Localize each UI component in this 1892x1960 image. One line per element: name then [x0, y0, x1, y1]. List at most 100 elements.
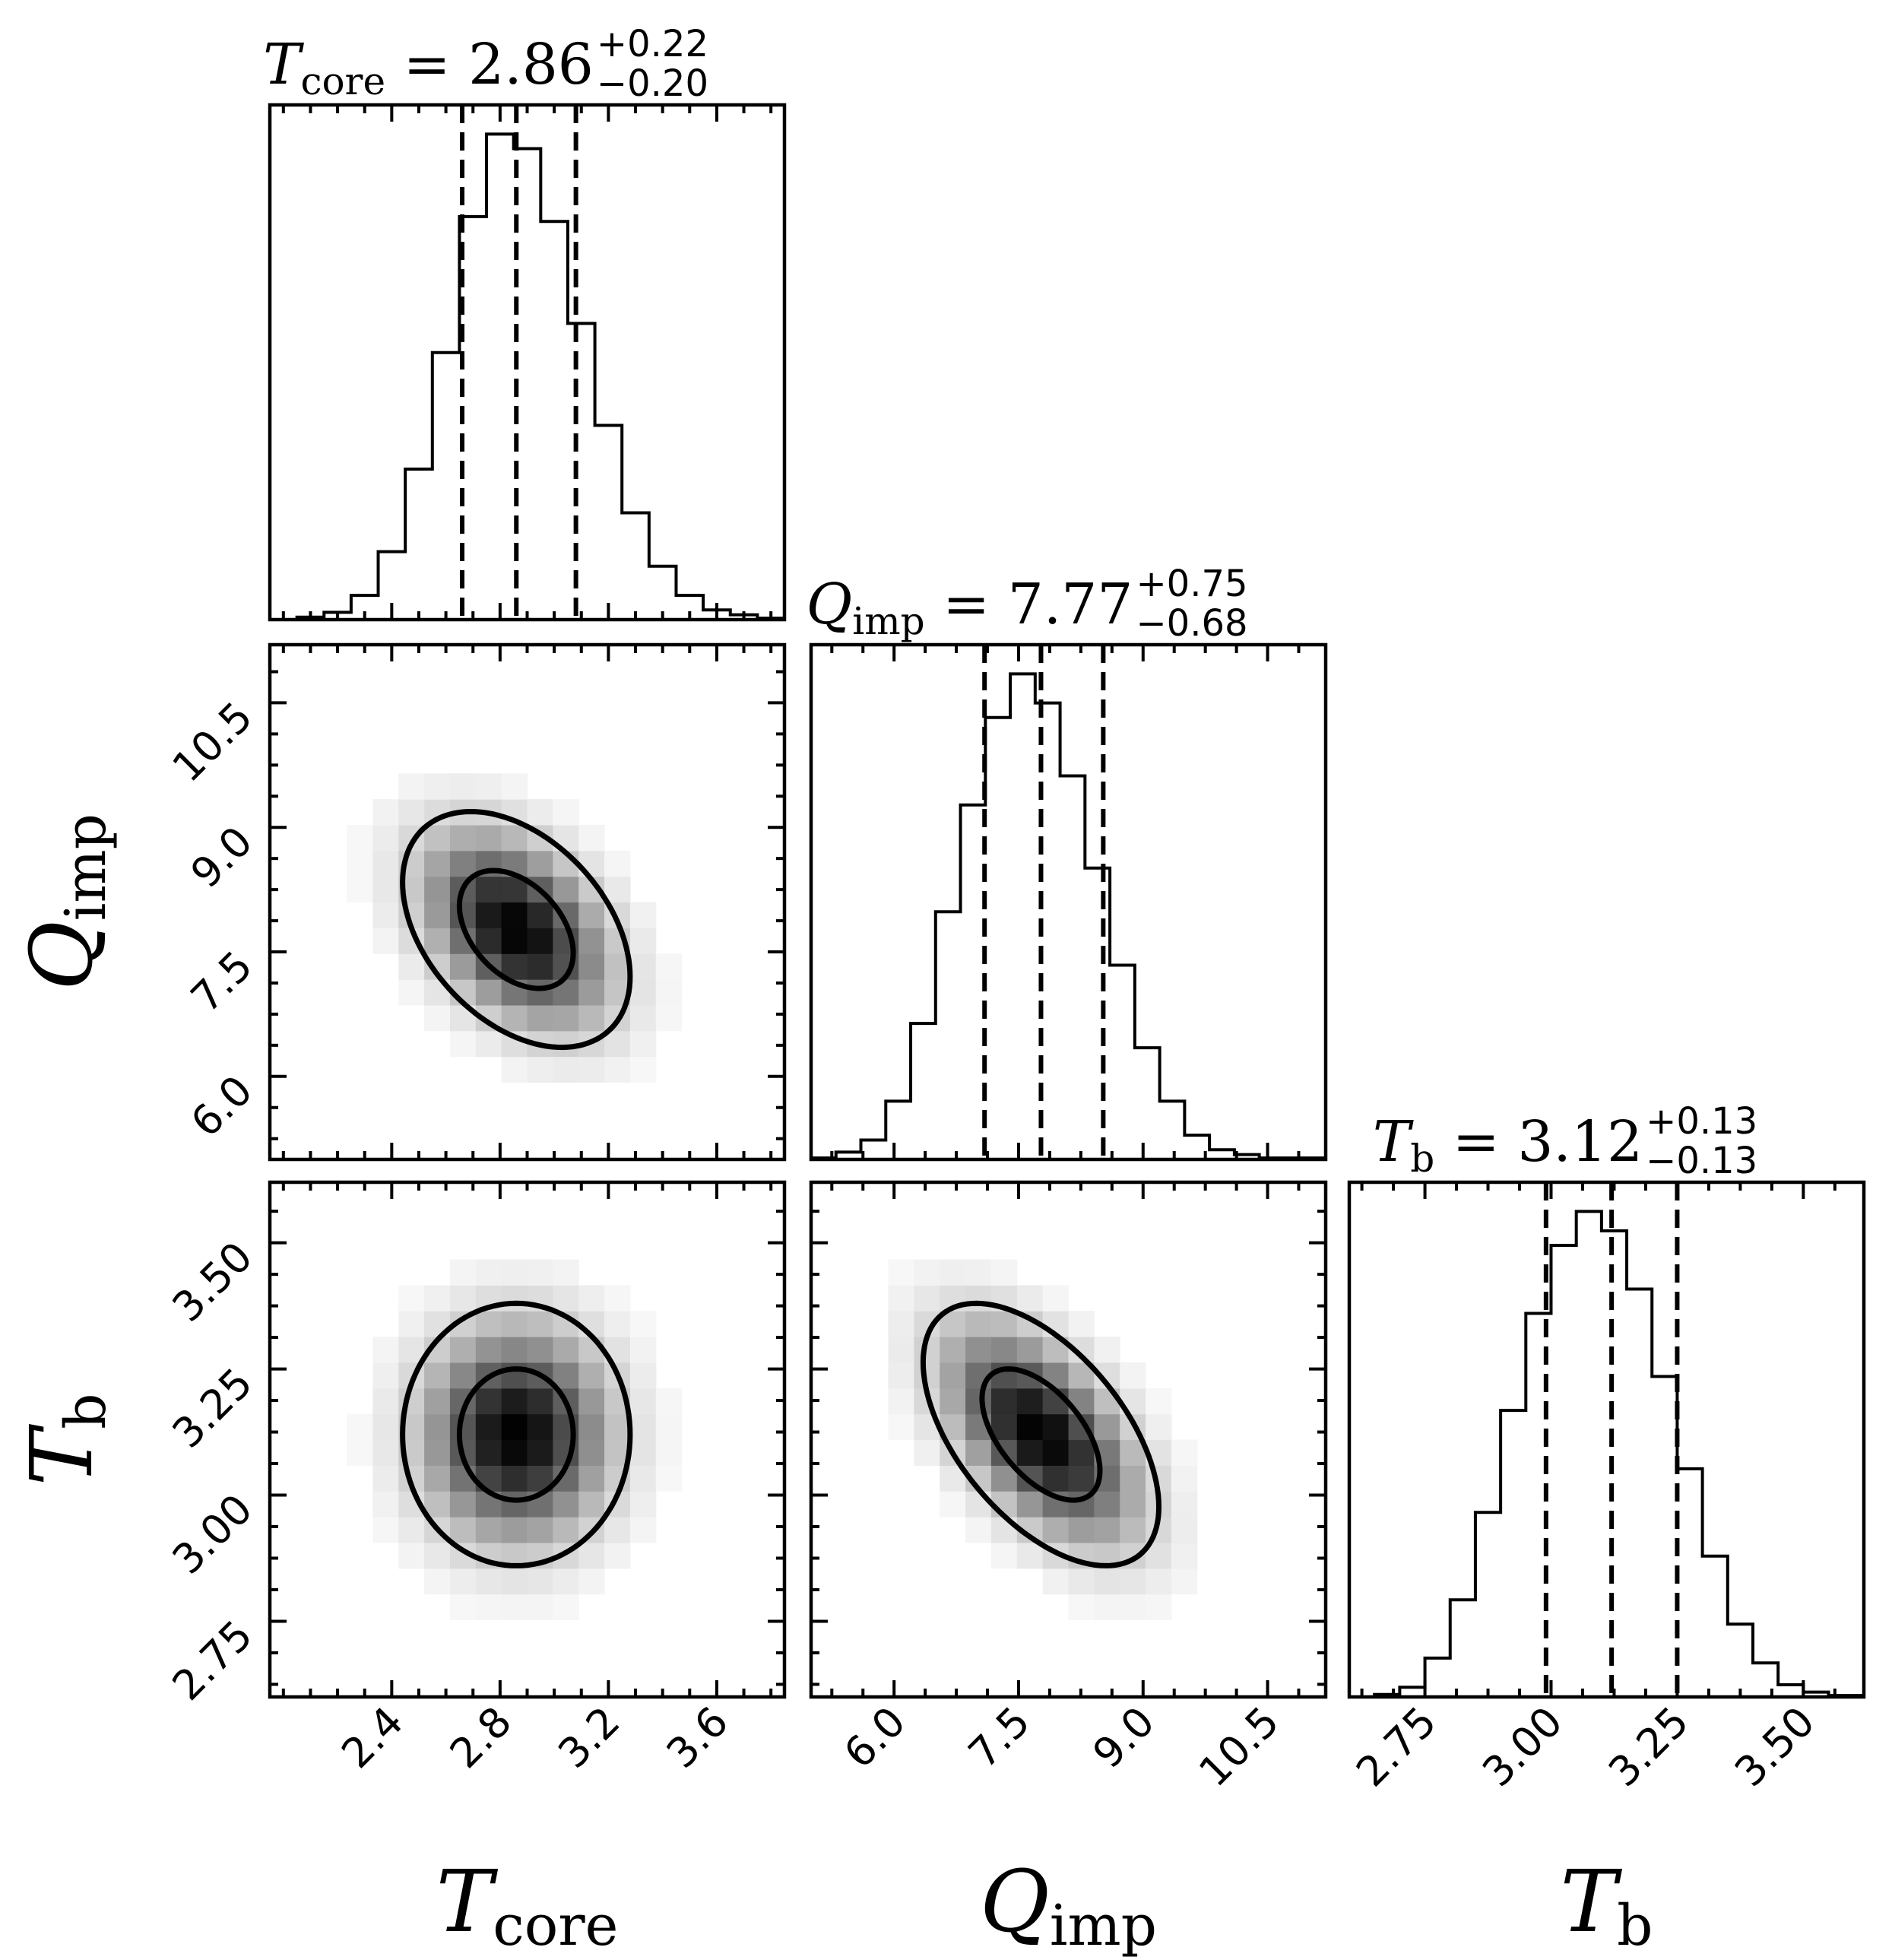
density-cell [888, 1413, 914, 1441]
density-cell [424, 1465, 451, 1492]
density-cell [1094, 1568, 1120, 1595]
density-cell [527, 1388, 553, 1415]
density-cell [629, 928, 657, 954]
density-cell [553, 1517, 579, 1543]
contour-1sigma [456, 867, 576, 991]
title-minus-error: −0.20 [597, 62, 708, 105]
contour-2sigma [400, 1300, 633, 1568]
density-cell [965, 1285, 992, 1311]
density-cell [965, 1388, 992, 1415]
density-cell [449, 850, 477, 877]
density-cell [990, 1465, 1018, 1492]
density-cell [629, 1311, 657, 1337]
density-cell [629, 1030, 657, 1058]
density-cell [372, 876, 399, 903]
density-cell [629, 1439, 657, 1466]
density-cell [527, 1259, 553, 1286]
density-cell [1068, 1465, 1095, 1492]
density-cell [1042, 1568, 1070, 1595]
density-cell [1171, 1439, 1198, 1466]
density-cell [604, 1285, 631, 1311]
density-cell [629, 1517, 657, 1543]
density-cell [940, 1388, 966, 1415]
density-cell [372, 1362, 399, 1389]
density-cell [578, 1568, 605, 1595]
density-cell [501, 1413, 528, 1441]
density-cell [424, 928, 451, 954]
density-cell [604, 1542, 631, 1569]
y-tick-label: 2.75 [163, 1611, 262, 1710]
density-cell [990, 1413, 1018, 1441]
title-equals: = [925, 572, 1008, 637]
density-cell [475, 1568, 502, 1595]
density-cell [501, 1004, 528, 1032]
density-cell [424, 1388, 451, 1415]
density-cell [527, 1439, 553, 1466]
density-cell [372, 850, 399, 877]
density-cell [527, 902, 553, 928]
density-cell [527, 1056, 553, 1083]
density-cell [888, 1337, 914, 1363]
density-cell [1094, 1517, 1120, 1543]
density-cell [449, 1362, 477, 1389]
density-cell [604, 1030, 631, 1058]
density-cell [424, 1285, 451, 1311]
density-cell [475, 1030, 502, 1058]
density-cell [888, 1285, 914, 1311]
panel-frame-2-2 [1347, 1180, 1866, 1699]
x-tick-label: 3.00 [1473, 1698, 1572, 1797]
panel-border [809, 642, 1328, 1162]
density-cell [1171, 1517, 1198, 1543]
axis-label-subscript: b [1617, 1893, 1653, 1958]
density-cell [888, 1259, 914, 1286]
density-cell [578, 928, 605, 954]
density-cell [424, 902, 451, 928]
density-cell [527, 1517, 553, 1543]
title-symbol: T [1373, 1109, 1414, 1175]
panel-frame-0-2 [268, 1180, 787, 1699]
density-cell [1042, 1517, 1070, 1543]
density-cell [629, 1362, 657, 1389]
y-tick-label: 6.0 [182, 1066, 261, 1146]
density-cell [347, 824, 373, 852]
density-cell [475, 902, 502, 928]
density-cell [475, 1439, 502, 1466]
density-cell [1068, 1517, 1095, 1543]
axis-label-subscript: imp [1050, 1893, 1157, 1958]
density-cell [398, 773, 425, 800]
density-cell [604, 876, 631, 903]
density-cell [1171, 1542, 1198, 1569]
panel-frame-1-2 [809, 1180, 1328, 1699]
density-cell [1042, 1439, 1070, 1466]
density-cell [1068, 1439, 1095, 1466]
density-cell [578, 1491, 605, 1518]
title-median: 2.86 [468, 32, 594, 97]
density-cell [990, 1337, 1018, 1363]
x-tick-label: 10.5 [1190, 1698, 1288, 1797]
density-cell [527, 850, 553, 877]
density-cell [527, 953, 553, 980]
density-cell [372, 928, 399, 954]
density-cell [553, 1362, 579, 1389]
density-cell [1171, 1465, 1198, 1492]
density-cell [398, 1542, 425, 1569]
panel-border [809, 1180, 1328, 1699]
axis-label-symbol: T [1560, 1853, 1622, 1952]
histogram-panel-imp [810, 645, 1327, 1160]
x-tick-label: 7.5 [959, 1698, 1039, 1778]
density-cell [940, 1259, 966, 1286]
density-cell [655, 1388, 683, 1415]
axis-label-subscript: b [53, 1393, 119, 1429]
density-cell [449, 1594, 477, 1621]
title-main: Tb = 3.12 [1373, 1109, 1643, 1181]
density-cell [655, 1413, 683, 1441]
density-cell [578, 824, 605, 852]
density-cell [1016, 1337, 1044, 1363]
density-cell [475, 1259, 502, 1286]
density-cell [501, 1056, 528, 1083]
axis-label-symbol: Q [13, 921, 112, 991]
density-cell [1120, 1594, 1146, 1621]
density-cell [449, 1491, 477, 1518]
density-cell [527, 1413, 553, 1441]
density-cell [424, 850, 451, 877]
